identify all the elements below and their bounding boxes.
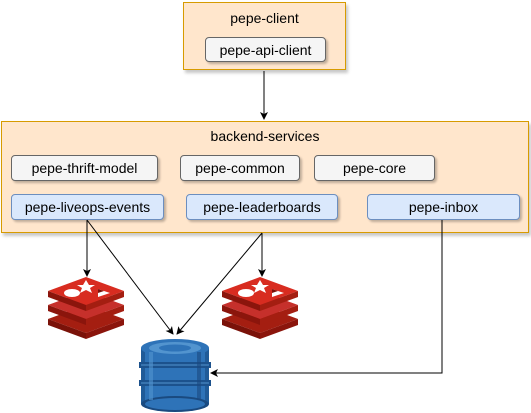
redis-icon <box>48 277 124 339</box>
backend-services-group: backend-services pepe-thrift-model pepe-… <box>1 121 529 233</box>
pepe-liveops-events-box[interactable]: pepe-liveops-events <box>11 194 164 220</box>
pepe-api-client-box[interactable]: pepe-api-client <box>205 37 326 62</box>
pepe-client-group: pepe-client pepe-api-client <box>183 2 346 70</box>
pepe-thrift-model-box[interactable]: pepe-thrift-model <box>11 155 158 181</box>
dynamodb-icon <box>139 339 211 412</box>
edge-liveops-to-dynamodb <box>86 219 174 335</box>
edge-leaderboards-to-dynamodb <box>176 232 263 335</box>
edge-inbox-to-dynamodb <box>210 220 443 377</box>
pepe-client-title: pepe-client <box>230 10 299 26</box>
redis-icon <box>222 277 298 339</box>
pepe-core-box[interactable]: pepe-core <box>314 155 435 181</box>
pepe-inbox-box[interactable]: pepe-inbox <box>367 194 520 220</box>
backend-services-title: backend-services <box>210 128 320 144</box>
pepe-common-box[interactable]: pepe-common <box>180 155 300 181</box>
pepe-leaderboards-box[interactable]: pepe-leaderboards <box>186 194 338 220</box>
